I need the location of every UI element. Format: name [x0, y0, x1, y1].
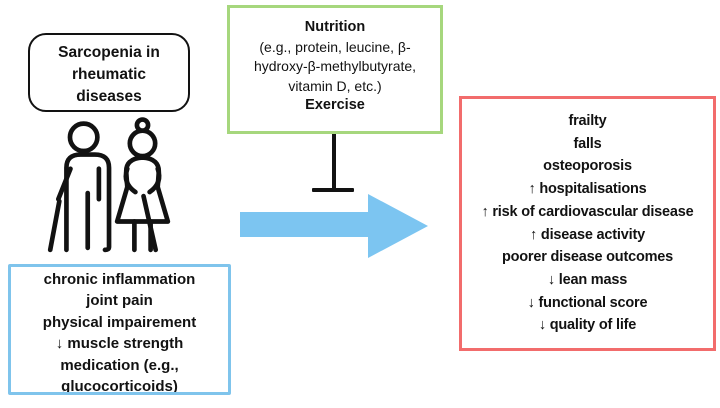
outcome-item: ↑ risk of cardiovascular disease — [481, 203, 694, 220]
feature-item: physical impairement — [42, 313, 197, 331]
outcome-item: ↓ functional score — [527, 294, 648, 311]
features-box: chronic inflammation joint pain physical i… — [8, 264, 231, 395]
intervention-footer: Exercise — [305, 97, 365, 113]
feature-item: medication (e.g., glucocorticoids) — [60, 356, 179, 395]
outcome-item: frailty — [568, 113, 607, 129]
feature-item: chronic inflammation — [43, 271, 196, 288]
outcomes-box: frailty falls osteoporosis ↑ hospitalisatio… — [459, 96, 716, 351]
outcome-item: ↑ hospitalisations — [528, 181, 647, 198]
outcome-item: ↓ lean mass — [547, 271, 628, 288]
outcome-item: poorer disease outcomes — [501, 249, 674, 266]
feature-item: joint pain — [86, 292, 153, 310]
inhibition-tbar-cap — [312, 188, 354, 192]
right-arrow-icon — [240, 194, 428, 258]
elderly-couple-icon — [47, 117, 171, 253]
title-text: Sarcopenia in rheumatic diseases — [58, 44, 160, 105]
title-box: Sarcopenia in rheumatic diseases — [28, 33, 190, 112]
intervention-examples: (e.g., protein, leucine, β-hydroxy-β-met… — [253, 38, 417, 94]
outcome-item: ↓ quality of life — [538, 317, 637, 334]
intervention-heading: Nutrition — [304, 19, 366, 35]
inhibition-tbar-icon — [332, 134, 336, 191]
feature-item: ↓ muscle strength — [55, 335, 184, 353]
intervention-box: Nutrition (e.g., protein, leucine, β-hyd… — [227, 5, 443, 134]
outcome-item: falls — [573, 135, 602, 152]
outcome-item: ↑ disease activity — [530, 226, 645, 243]
outcome-item: osteoporosis — [543, 158, 632, 175]
